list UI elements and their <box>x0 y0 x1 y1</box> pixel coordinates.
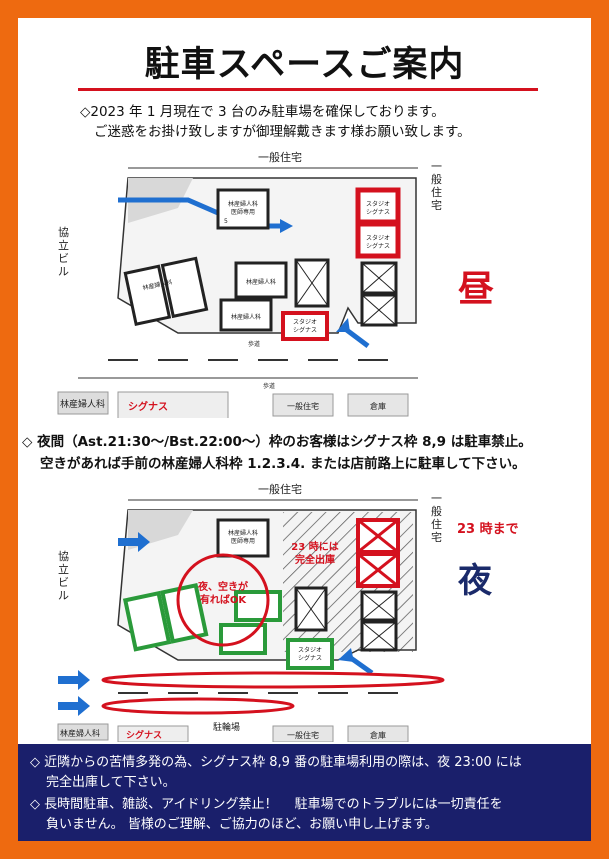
svg-text:スタジオ: スタジオ <box>293 318 317 326</box>
svg-text:スタジオ: スタジオ <box>366 234 390 242</box>
night-bottom-signas: シグナス <box>126 729 162 741</box>
day-bottom-clinic: 林産婦人科 <box>60 398 105 410</box>
footer-line-3: ◇ 長時間駐車、雑談、アイドリング禁止！ 駐車場でのトラブルには一切責任を <box>30 797 503 812</box>
svg-text:林産婦人科: 林産婦人科 <box>246 278 276 286</box>
svg-text:医師専用: 医師専用 <box>231 537 255 545</box>
footer-line-4: 負いません。 皆様のご理解、ご協力のほど、お願い申し上げます。 <box>46 817 438 832</box>
day-bottom-warehouse: 倉庫 <box>370 401 386 411</box>
night-circle-text: 夜、空きが有ればOK <box>197 580 249 606</box>
svg-text:シグナス: シグナス <box>366 208 390 216</box>
day-bottom-house: 一般住宅 <box>287 401 319 411</box>
title-underline <box>78 88 538 91</box>
day-top-label: 一般住宅 <box>258 150 302 164</box>
day-map: 一般住宅 一般住宅 協立ビル 林産婦人科 医師専用 5 <box>18 148 591 418</box>
day-badge: 昼 <box>458 269 495 310</box>
footer-notice: ◇ 近隣からの苦情多発の為、シグナス枠 8,9 番の駐車場利用の際は、夜 23:… <box>18 744 591 841</box>
night-road-zone-1 <box>101 671 445 689</box>
day-left-label: 協立ビル <box>58 226 69 278</box>
page-title: 駐車スペースご案内 <box>144 45 465 85</box>
svg-text:医師専用: 医師専用 <box>231 208 255 216</box>
day-lot-13 <box>281 311 329 341</box>
night-map: 一般住宅 一般住宅 協立ビル <box>18 480 591 742</box>
day-lot-3 <box>219 298 273 332</box>
svg-text:シグナス: シグナス <box>298 654 322 662</box>
day-right-label: 一般住宅 <box>431 160 442 212</box>
intro-line-1: ◇2023 年 1 月現在で 3 台のみ駐車場を確保しております。 <box>80 104 445 120</box>
svg-text:林産婦人科: 林産婦人科 <box>228 529 258 537</box>
poster: 駐車スペースご案内 ◇2023 年 1 月現在で 3 台のみ駐車場を確保しており… <box>18 18 591 841</box>
night-top-label: 一般住宅 <box>258 482 302 496</box>
intro-text: ◇2023 年 1 月現在で 3 台のみ駐車場を確保しております。 ご迷惑をお掛… <box>80 102 560 142</box>
day-sidewalk-label: 歩道 <box>248 340 260 348</box>
night-lot-1 <box>122 590 172 652</box>
night-exit-text: 23 時には完全出庫 <box>291 540 338 566</box>
day-lot-4 <box>234 261 288 299</box>
night-lot-4 <box>234 590 282 622</box>
svg-text:スタジオ: スタジオ <box>366 200 390 208</box>
night-bottom-house: 一般住宅 <box>287 730 319 740</box>
night-note-line-1: ◇ 夜間（Ast.21:30〜/Bst.22:00〜）枠のお客様はシグナス枠 8… <box>22 434 532 450</box>
svg-text:スタジオ: スタジオ <box>298 646 322 654</box>
night-until-23: 23 時まで <box>457 522 519 537</box>
day-lot-1 <box>123 264 172 326</box>
night-lot-3 <box>219 623 267 655</box>
svg-text:5: 5 <box>224 218 228 225</box>
svg-text:シグナス: シグナス <box>366 242 390 250</box>
intro-line-2: ご迷惑をお掛け致しますが御理解戴きます様お願い致します。 <box>94 124 471 140</box>
svg-text:歩道: 歩道 <box>263 382 275 390</box>
night-road-zone-2 <box>101 697 295 715</box>
day-lot-5 <box>216 188 270 230</box>
day-bottom-signas: シグナス <box>128 400 168 413</box>
day-lot-2 <box>160 256 209 319</box>
night-bicycle: 駐輪場 <box>213 721 240 733</box>
day-lot-9 <box>355 221 401 259</box>
svg-text:シグナス: シグナス <box>293 326 317 334</box>
night-badge: 夜 <box>458 561 492 601</box>
night-bottom-warehouse: 倉庫 <box>370 730 386 740</box>
svg-text:協立ビル: 協立ビル <box>58 550 69 602</box>
footer-line-1: ◇ 近隣からの苦情多発の為、シグナス枠 8,9 番の駐車場利用の際は、夜 23:… <box>30 755 522 770</box>
night-note-line-2: 空きがあれば手前の林産婦人科枠 1.2.3.4. または店前路上に駐車して下さい… <box>40 456 526 472</box>
night-bottom-clinic: 林産婦人科 <box>60 728 100 738</box>
footer-line-2: 完全出庫して下さい。 <box>46 775 176 790</box>
svg-text:林産婦人科: 林産婦人科 <box>228 200 258 208</box>
svg-text:一般住宅: 一般住宅 <box>431 492 442 544</box>
night-ok-circle <box>176 553 270 647</box>
svg-text:林産婦人科: 林産婦人科 <box>231 313 261 321</box>
night-note: ◇ 夜間（Ast.21:30〜/Bst.22:00〜）枠のお客様はシグナス枠 8… <box>22 431 587 475</box>
night-lot-13 <box>286 638 334 670</box>
